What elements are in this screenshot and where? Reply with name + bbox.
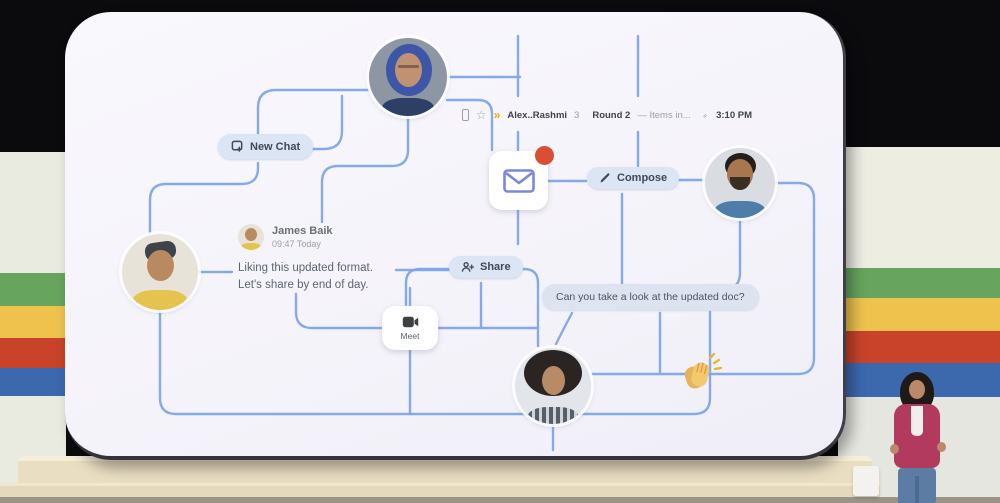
pencil-icon (600, 173, 610, 183)
meet-button[interactable]: Meet (382, 306, 438, 350)
email-row[interactable]: ☆ » Alex..Rashmi 3 Round 2 — Items in...… (462, 104, 752, 126)
clapping-hands-icon (684, 352, 722, 389)
new-chat-icon (231, 140, 243, 152)
right-stripe-red (838, 331, 1000, 363)
right-stripe-green (838, 268, 1000, 298)
compose-button[interactable]: Compose (587, 167, 680, 189)
email-snippet: — Items in... (637, 109, 691, 121)
right-stripe-yellow (838, 298, 1000, 331)
message-line2: Let's share by end of day. (238, 279, 369, 291)
attachment-icon (703, 113, 707, 117)
avatar-bottom (515, 348, 591, 424)
share-button[interactable]: Share (449, 256, 523, 278)
left-stripe-blue (0, 368, 66, 396)
message-body: Liking this updated format. Let's share … (238, 260, 408, 294)
avatar-james (238, 224, 264, 250)
star-icon[interactable]: ☆ (475, 108, 487, 122)
meet-label: Meet (400, 330, 420, 341)
platform-step-upper (18, 456, 872, 483)
presenter (886, 372, 950, 503)
new-chat-button[interactable]: New Chat (218, 134, 314, 159)
email-thread-count: 3 (574, 109, 580, 121)
left-stripe-red (0, 338, 66, 368)
share-label: Share (480, 261, 511, 273)
right-wall (838, 147, 1000, 503)
platform-step-lower (0, 483, 880, 498)
avatar-right (705, 148, 775, 218)
checkbox[interactable] (462, 109, 469, 121)
chat-bubble-text: Can you take a look at the updated doc? (556, 291, 745, 303)
notification-dot (535, 146, 554, 165)
left-stripe-yellow (0, 306, 66, 338)
message-line1: Liking this updated format. (238, 262, 373, 274)
person-add-icon (461, 261, 474, 272)
new-chat-label: New Chat (250, 140, 301, 153)
important-marker-icon: » (493, 108, 501, 122)
message-sender: James Baik (272, 225, 333, 237)
left-wall (0, 152, 66, 503)
email-subject: Round 2 (592, 109, 631, 121)
chat-message: James Baik 09:47 Today Liking this updat… (238, 224, 408, 294)
email-sender: Alex..Rashmi (507, 109, 568, 121)
avatar-left (122, 234, 198, 310)
chat-bubble: Can you take a look at the updated doc? (542, 284, 759, 310)
email-time: 3:10 PM (716, 109, 752, 121)
compose-label: Compose (617, 172, 668, 184)
chat-message-header: James Baik 09:47 Today (238, 224, 408, 250)
stage-prop-box (853, 466, 879, 496)
envelope-icon (502, 168, 535, 193)
camera-icon (402, 316, 418, 327)
floor-edge (0, 497, 1000, 503)
presentation-screen (65, 12, 846, 460)
left-stripe-green (0, 273, 66, 306)
message-timestamp: 09:47 Today (272, 239, 321, 249)
avatar-top (369, 38, 447, 116)
